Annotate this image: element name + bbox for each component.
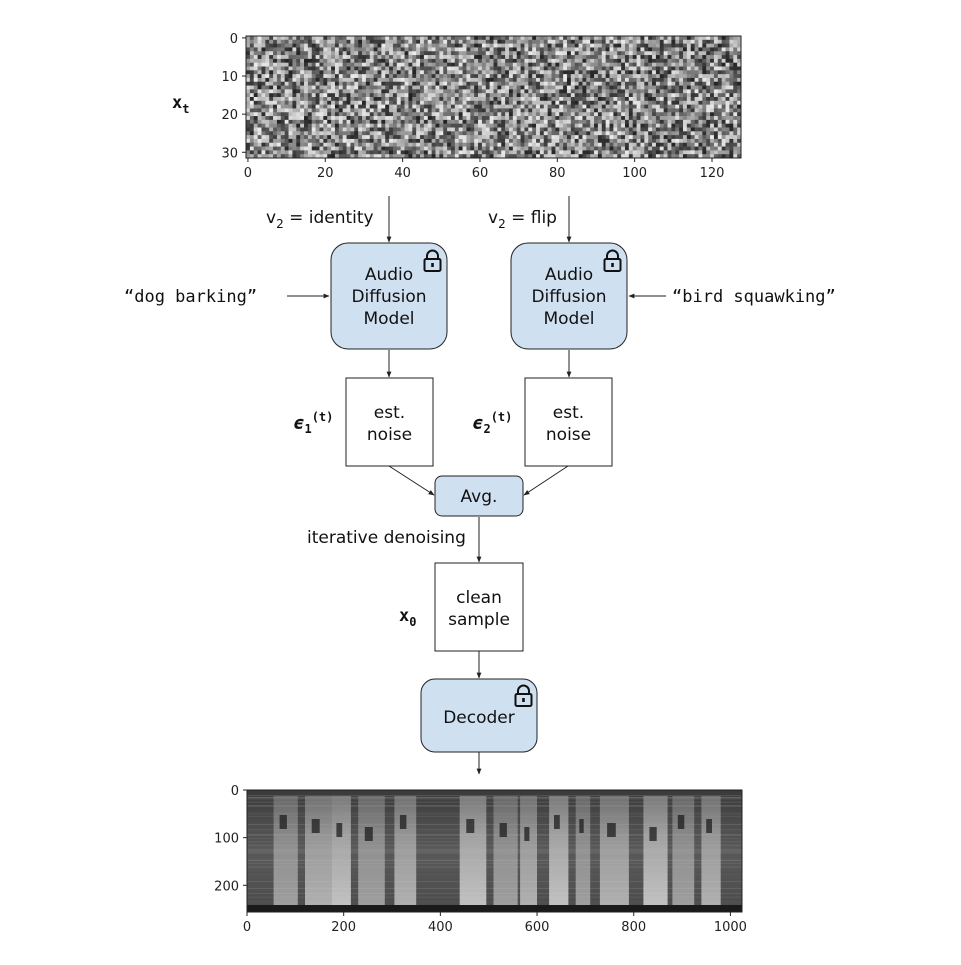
noise-2-line-1: est. [553, 403, 584, 423]
noise-2-line-2: noise [546, 425, 591, 445]
spec-ytick-label: 100 [214, 832, 239, 847]
noise-ytick-label: 30 [221, 146, 238, 161]
model-1-line-2: Diffusion [351, 287, 426, 307]
spec-ytick-label: 0 [231, 784, 239, 799]
noise-xtick-label: 0 [244, 166, 252, 181]
noise-plot: 0 20 40 60 80 100 120 0 10 20 30 [221, 32, 742, 181]
model-2-line-3: Model [543, 309, 594, 329]
view-label-flip: v2 = flip [488, 208, 557, 231]
noise-xtick-label: 120 [700, 166, 725, 181]
audio-diffusion-model-2: Audio Diffusion Model [510, 242, 628, 350]
x-0-label: x0 [399, 606, 416, 629]
spec-xtick-label: 600 [525, 920, 550, 935]
spec-xtick-label: 0 [243, 920, 251, 935]
avg-box: Avg. [434, 475, 524, 517]
noise-1-line-1: est. [374, 403, 405, 423]
spectrogram-y-axis: 0 100 200 [214, 784, 247, 894]
x-t-label: xt [172, 93, 189, 116]
prompt-dog-barking: “dog barking” [124, 287, 257, 307]
noise-ytick-label: 20 [221, 108, 238, 123]
clean-line-2: sample [448, 610, 510, 630]
spectrogram-bursts [247, 795, 742, 909]
noise-ytick-label: 0 [230, 32, 238, 47]
lock-icon [603, 249, 622, 272]
est-noise-box-2: est. noise [524, 377, 613, 467]
noise-xtick-label: 40 [394, 166, 411, 181]
noise-1-line-2: noise [367, 425, 412, 445]
avg-label: Avg. [461, 487, 498, 507]
noise-ytick-label: 10 [221, 70, 238, 85]
prompt-bird-squawking: “bird squawking” [672, 287, 836, 307]
lock-icon [514, 684, 533, 707]
model-1-line-3: Model [363, 309, 414, 329]
spectrogram-plot: 0 200 400 600 800 1000 0 100 200 [214, 784, 747, 935]
decoder-label: Decoder [443, 708, 515, 728]
model-2-line-1: Audio [545, 265, 593, 285]
clean-line-1: clean [456, 588, 502, 608]
model-2-line-2: Diffusion [531, 287, 606, 307]
noise-xtick-label: 60 [472, 166, 489, 181]
decoder-box: Decoder [420, 678, 538, 753]
spectrogram-bottom-band [247, 905, 742, 912]
view-label-identity: v2 = identity [266, 208, 374, 231]
model-1-line-1: Audio [365, 265, 413, 285]
epsilon-2-label: ϵ2(t) [472, 410, 512, 436]
spec-xtick-label: 1000 [714, 920, 747, 935]
arrow-noise-1-to-avg [388, 465, 435, 496]
spec-xtick-label: 200 [331, 920, 356, 935]
lock-icon [423, 249, 442, 272]
clean-sample-box: clean sample [434, 562, 524, 652]
noise-y-axis: 0 10 20 30 [221, 32, 246, 161]
noise-plot-frame [245, 35, 742, 159]
noise-xtick-label: 20 [317, 166, 334, 181]
spec-xtick-label: 400 [428, 920, 453, 935]
arrow-noise-2-to-avg [523, 465, 569, 496]
iterative-denoising-label: iterative denoising [307, 528, 466, 548]
spec-ytick-label: 200 [214, 879, 239, 894]
audio-diffusion-model-1: Audio Diffusion Model [330, 242, 448, 350]
spectrogram-x-axis: 0 200 400 600 800 1000 [243, 912, 747, 935]
noise-image [246, 36, 742, 159]
noise-xtick-label: 100 [622, 166, 647, 181]
noise-xtick-label: 80 [549, 166, 566, 181]
est-noise-box-1: est. noise [345, 377, 434, 467]
epsilon-1-label: ϵ1(t) [293, 410, 333, 436]
spectrogram-frame [246, 789, 743, 913]
noise-x-axis: 0 20 40 60 80 100 120 [244, 158, 725, 181]
spec-xtick-label: 800 [621, 920, 646, 935]
